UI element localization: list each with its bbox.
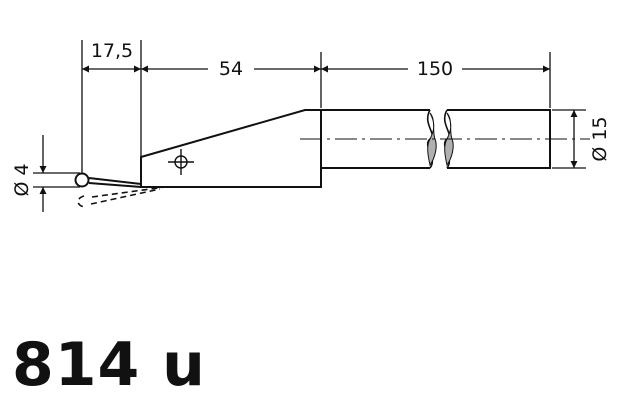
probe-outline [74, 109, 551, 188]
dimension-label-ball-diameter: Ø 4 [11, 163, 33, 196]
dimension-label-shaft: 150 [417, 58, 453, 80]
dimension-label-shaft-diameter: Ø 15 [589, 116, 611, 161]
dimension-label-tip: 17,5 [91, 40, 133, 62]
dimension-label-body: 54 [219, 58, 243, 80]
model-number: 814 u [12, 330, 206, 400]
pivot-symbol [168, 149, 194, 175]
break-hatch-left [427, 112, 437, 167]
deflected-stylus [77, 186, 166, 208]
